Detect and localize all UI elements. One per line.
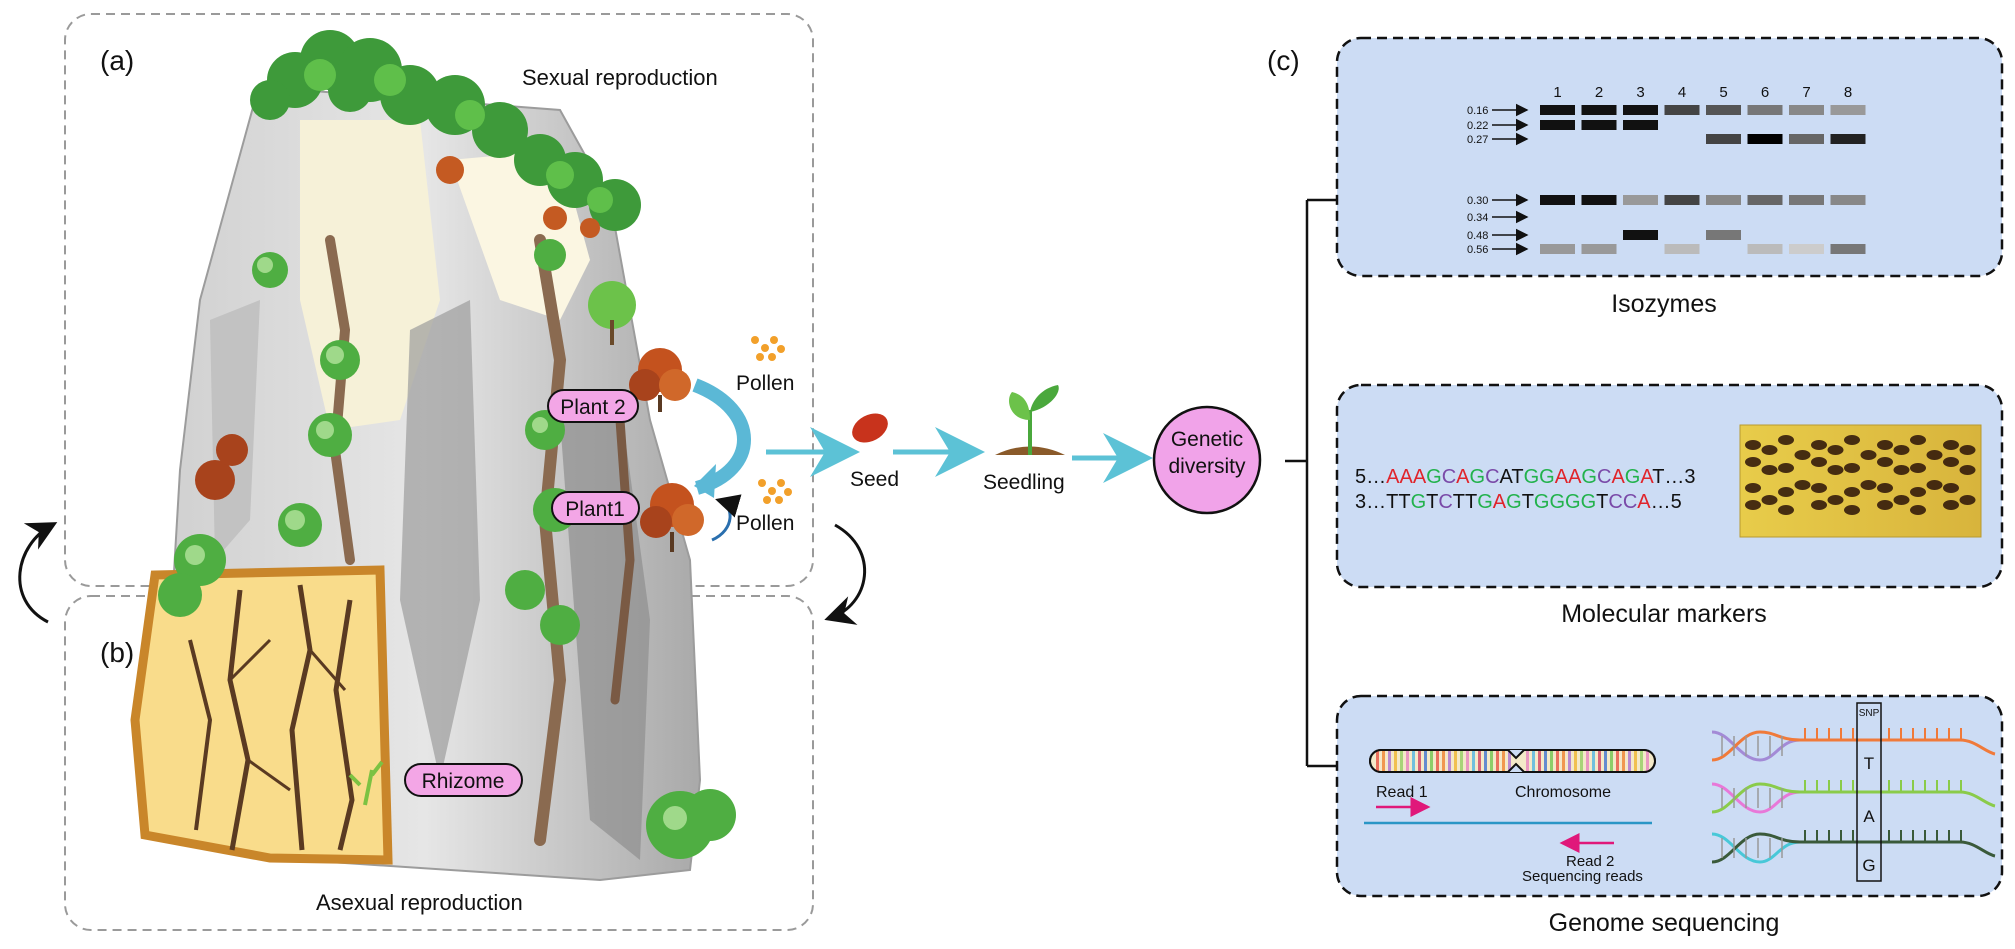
isozyme-band <box>1706 105 1741 115</box>
read-2-label: Read 2 <box>1566 853 1614 870</box>
genome-sequencing-panel <box>1335 694 2004 898</box>
isozyme-band <box>1747 134 1783 144</box>
seed-icon <box>852 413 888 443</box>
rf-label: 0.22 <box>1467 120 1488 132</box>
pollen-grains-upper <box>751 336 785 361</box>
panel-a-label: (a) <box>100 45 134 76</box>
dna-strand-top: 5…AAAGCAGCATGGAAGCAGAT…3 <box>1355 466 1696 488</box>
pollen-grains-lower <box>758 479 792 504</box>
isozyme-band <box>1623 105 1658 115</box>
pollen-label-lower: Pollen <box>736 512 794 535</box>
isozyme-band <box>1581 120 1617 130</box>
lane-label: 2 <box>1595 84 1603 101</box>
molecular-markers-title: Molecular markers <box>1561 600 1767 628</box>
isozyme-band <box>1789 195 1824 205</box>
plant-2-tree <box>629 348 691 412</box>
chromosome-graphic <box>1369 749 1656 773</box>
panel-c-label: (c) <box>1267 45 1300 76</box>
isozyme-band <box>1540 195 1575 205</box>
lane-label: 7 <box>1802 84 1810 101</box>
cycle-arrow-left <box>18 522 58 624</box>
cycle-arrow-right <box>824 523 867 625</box>
lane-label: 1 <box>1553 84 1561 101</box>
isozyme-band <box>1789 244 1824 254</box>
isozyme-band <box>1581 195 1617 205</box>
snp-helices <box>1711 728 1996 864</box>
rf-label: 0.48 <box>1467 230 1488 242</box>
cliff-illustration <box>130 30 736 882</box>
isozyme-band <box>1664 244 1700 254</box>
isozyme-band <box>1706 195 1741 205</box>
isozyme-band <box>1706 134 1741 144</box>
sexual-reproduction-title: Sexual reproduction <box>522 65 718 90</box>
snp-base-g: G <box>1862 856 1875 875</box>
plant-1-badge <box>551 491 640 525</box>
genetic-diversity-line1: Genetic <box>1171 428 1243 451</box>
isozyme-band <box>1581 105 1617 115</box>
isozyme-band <box>1830 105 1866 115</box>
rf-label: 0.34 <box>1467 212 1488 224</box>
method-bracket <box>1285 198 1337 768</box>
rhizome-label: Rhizome <box>422 770 505 793</box>
rf-label: 0.16 <box>1467 105 1488 117</box>
seedling-icon <box>995 385 1065 455</box>
snp-label: SNP <box>1859 708 1880 719</box>
dna-strand-bottom: 3…TTGTCTTGAGTGGGGTCCA…5 <box>1355 491 1682 513</box>
lane-label: 8 <box>1844 84 1852 101</box>
snp-base-t: T <box>1864 754 1874 773</box>
rhizome-badge <box>404 763 523 797</box>
plant-1-label: Plant1 <box>565 498 625 521</box>
isozymes-title: Isozymes <box>1611 290 1717 318</box>
isozyme-band <box>1664 195 1700 205</box>
isozyme-band <box>1747 195 1783 205</box>
isozyme-band <box>1830 244 1866 254</box>
seedling-label: Seedling <box>983 471 1065 494</box>
rf-label: 0.27 <box>1467 134 1488 146</box>
isozymes-panel <box>1335 36 2004 278</box>
isozyme-band <box>1540 244 1575 254</box>
isozyme-band <box>1623 195 1658 205</box>
isozyme-band <box>1830 134 1866 144</box>
pollen-label-upper: Pollen <box>736 372 794 395</box>
rf-label: 0.56 <box>1467 244 1488 256</box>
marker-gel-image <box>1739 424 1982 538</box>
pollination-arrow-plant2-to-plant1 <box>692 378 751 495</box>
lane-label: 4 <box>1678 84 1686 101</box>
genetic-diversity-circle <box>1152 405 1262 515</box>
sexual-reproduction-frame <box>64 13 814 587</box>
isozyme-band <box>1789 134 1824 144</box>
self-pollination-arrow <box>711 494 742 542</box>
isozyme-band <box>1623 230 1658 240</box>
isozyme-band <box>1747 105 1783 115</box>
lane-label: 6 <box>1761 84 1769 101</box>
snp-box <box>1856 702 1882 882</box>
isozyme-band <box>1664 105 1700 115</box>
isozyme-band <box>1581 244 1617 254</box>
plant-2-badge <box>547 389 639 423</box>
genome-sequencing-title: Genome sequencing <box>1549 909 1780 937</box>
read-1-label: Read 1 <box>1376 784 1428 801</box>
isozyme-band <box>1540 120 1575 130</box>
rf-label: 0.30 <box>1467 195 1488 207</box>
isozyme-band <box>1706 230 1741 240</box>
isozyme-band <box>1623 120 1658 130</box>
sequencing-reads-label: Sequencing reads <box>1522 868 1643 885</box>
isozyme-band <box>1747 244 1783 254</box>
chromosome-label: Chromosome <box>1515 784 1611 801</box>
isozyme-gel: 1 2 3 4 5 6 7 8 0.16 0.22 0.27 0.30 0.34 0.48 0.56 <box>1467 84 1866 256</box>
panel-b-label: (b) <box>100 637 134 668</box>
snp-base-a: A <box>1863 807 1875 826</box>
plant-2-label: Plant 2 <box>560 396 625 419</box>
seed-label: Seed <box>850 468 899 491</box>
isozyme-band <box>1830 195 1866 205</box>
lane-label: 3 <box>1636 84 1644 101</box>
lane-label: 5 <box>1719 84 1727 101</box>
isozyme-band <box>1540 105 1575 115</box>
plant-1-tree <box>640 483 704 552</box>
asexual-reproduction-title: Asexual reproduction <box>316 890 523 915</box>
isozyme-band <box>1789 105 1824 115</box>
genetic-diversity-line2: diversity <box>1168 455 1246 478</box>
